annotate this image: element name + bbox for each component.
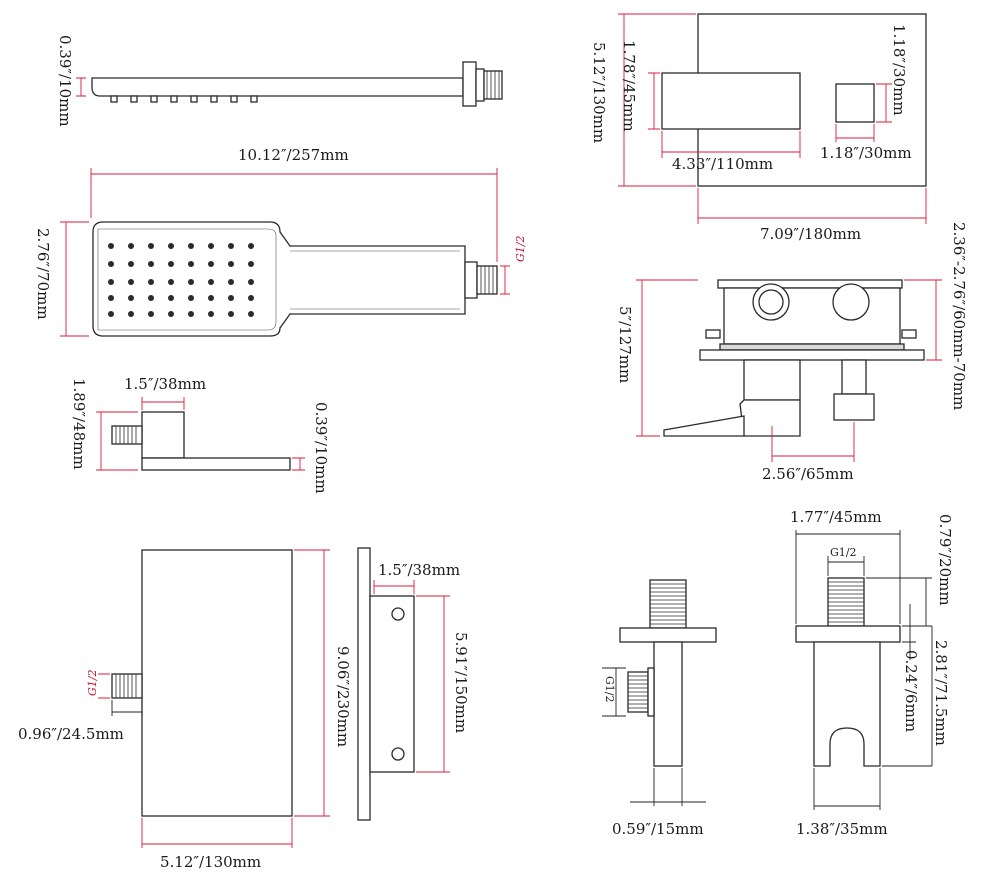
valve-depth-label: 2.36″-2.76″/60mm-70mm <box>950 222 968 410</box>
showerhead-width-label: 5.12″/130mm <box>160 853 261 871</box>
plate-width-label: 7.09″/180mm <box>760 225 861 243</box>
hand-shower-length-label: 10.12″/257mm <box>238 146 349 164</box>
showerhead-drawing <box>98 547 450 848</box>
shower-arm-drawing <box>76 61 503 107</box>
valve-height-label: 5″/127mm <box>616 306 634 383</box>
bracket-width-label: 1.5″/38mm <box>378 561 460 579</box>
valve-spacing-label: 2.56″/65mm <box>762 465 854 483</box>
valve-body-drawing <box>636 279 942 462</box>
holder-thread-length-label: 0.79″/20mm <box>936 514 954 606</box>
plate-height-label: 5.12″/130mm <box>590 42 608 143</box>
elbow-height-label: 1.89″/48mm <box>70 378 88 470</box>
showerhead-thread-length-label: 0.96″/24.5mm <box>18 725 124 743</box>
elbow-width-label: 1.5″/38mm <box>124 375 206 393</box>
holder-flange-label: 0.24″/6mm <box>902 650 920 732</box>
holder-height-label: 2.81″/71.5mm <box>932 640 950 746</box>
shower-arm-thickness-label: 0.39″/10mm <box>56 35 74 127</box>
outlet-elbow-drawing <box>602 579 717 806</box>
handle-width-label: 4.33″/110mm <box>672 155 773 173</box>
holder-base-label: 1.38″/35mm <box>796 820 888 838</box>
trim-plate-drawing <box>618 13 927 224</box>
bracket-height-label: 5.91″/150mm <box>452 632 470 733</box>
outlet-pipe-diameter-label: 0.59″/15mm <box>612 820 704 838</box>
elbow-outlet-drawing <box>96 397 305 471</box>
knob-height-label: 1.18″/30mm <box>890 24 908 116</box>
hand-shower-holder-drawing <box>795 530 933 810</box>
hand-shower-drawing <box>60 168 510 337</box>
hand-shower-thread-label: G1/2 <box>514 236 527 263</box>
knob-width-label: 1.18″/30mm <box>820 144 912 162</box>
elbow-thickness-label: 0.39″/10mm <box>312 402 330 494</box>
outlet-thread-label: G1/2 <box>603 676 616 703</box>
hand-shower-width-label: 2.76″/70mm <box>34 228 52 320</box>
handle-height-label: 1.78″/45mm <box>620 40 638 132</box>
showerhead-thread-label: G1/2 <box>86 670 99 697</box>
holder-thread-label: G1/2 <box>830 546 857 559</box>
holder-width-label: 1.77″/45mm <box>790 508 882 526</box>
showerhead-height-label: 9.06″/230mm <box>334 646 352 747</box>
